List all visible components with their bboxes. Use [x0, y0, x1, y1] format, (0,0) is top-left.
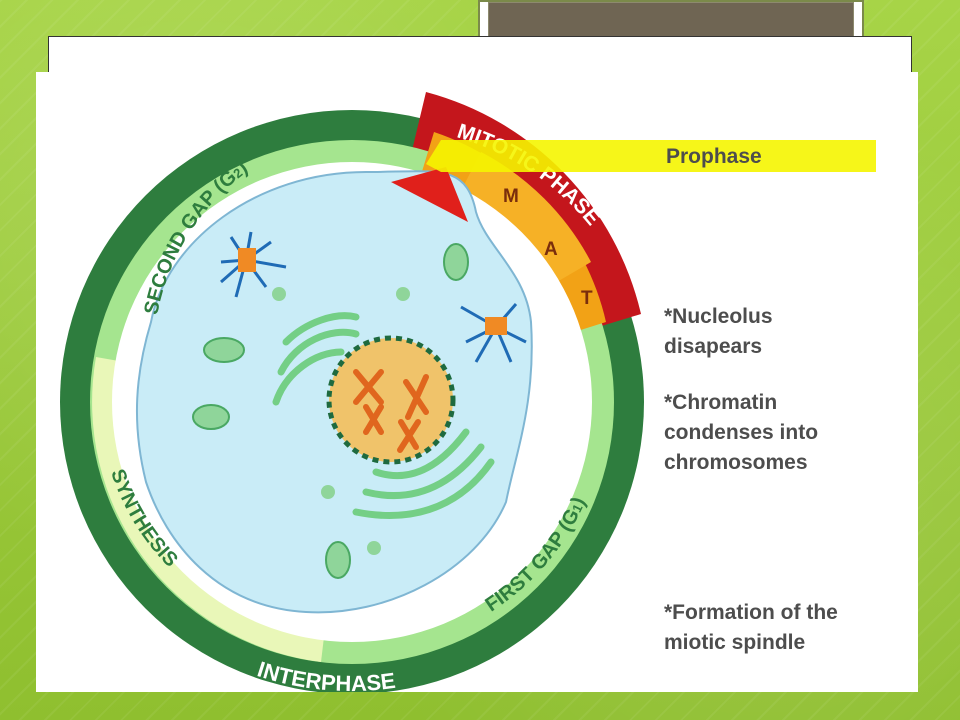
note-nucleolus: *Nucleolus disapears: [664, 305, 773, 358]
content-frame: [48, 36, 912, 76]
prophase-label: Prophase: [666, 145, 762, 168]
mitosis-letter-t: T: [581, 288, 593, 309]
mitochondria: [192, 243, 469, 579]
prophase-highlight: [426, 140, 876, 172]
nucleus: [326, 335, 456, 465]
mitosis-letter-a: A: [544, 239, 558, 260]
centrosome-right: [460, 303, 527, 363]
endoplasmic-reticulum: [272, 312, 495, 519]
note-chromatin: *Chromatin condenses into chromosomes: [664, 391, 819, 474]
phase-arrow: [391, 167, 468, 222]
diagram-canvas: INTERPHASE SECOND GAP (G2) FIRST GAP (G1…: [36, 72, 918, 692]
note-spindle: *Formation of the miotic spindle: [664, 601, 838, 654]
cell-cycle-diagram: INTERPHASE SECOND GAP (G2) FIRST GAP (G1…: [60, 92, 876, 692]
chromosomes: [353, 369, 429, 453]
centrosome-left: [220, 231, 287, 298]
mitosis-letter-m: M: [503, 186, 519, 207]
vesicles: [272, 287, 410, 555]
